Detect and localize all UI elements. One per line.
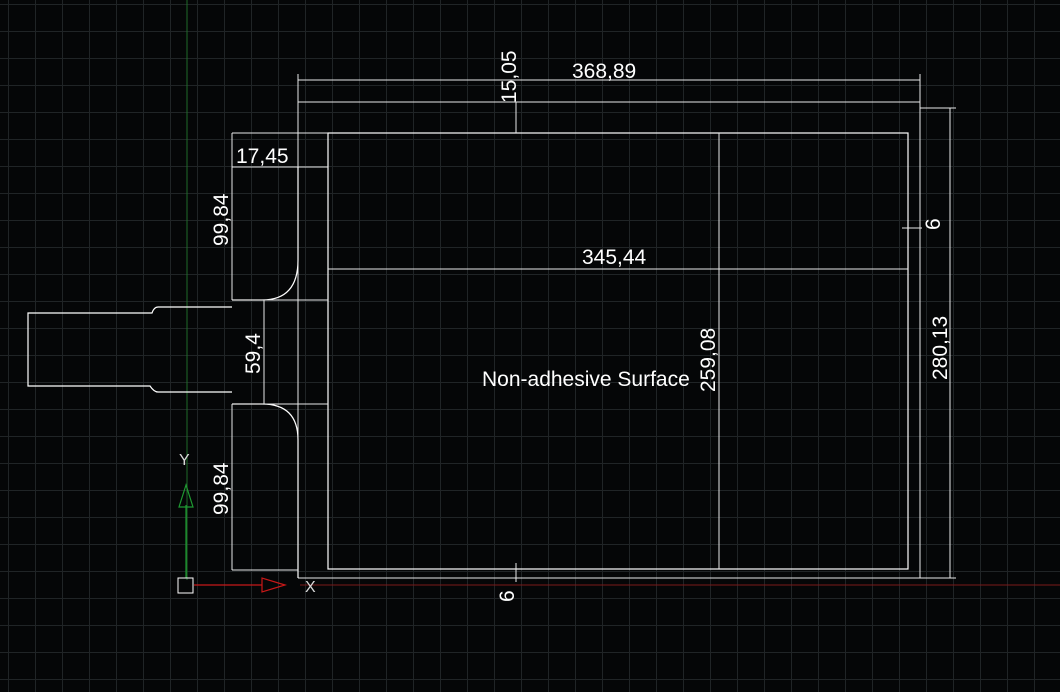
left-offset-label: 17,45 <box>236 145 289 168</box>
ucs-y-label: Y <box>179 452 190 469</box>
outer-frame <box>297 85 921 579</box>
y-arrow-icon <box>178 483 194 508</box>
lower-side-label: 99,84 <box>210 462 233 515</box>
top-offset-label: 15,05 <box>498 50 521 103</box>
overall-height-dim <box>902 107 956 579</box>
ucs-origin-box <box>177 577 194 594</box>
upper-side-label: 99,84 <box>210 193 233 246</box>
ucs-icon <box>177 483 288 594</box>
left-offset-dim <box>231 132 328 300</box>
overall-height-label: 280,13 <box>929 316 952 380</box>
inner-height-label: 259,08 <box>697 328 720 392</box>
connector-tab <box>27 306 232 393</box>
overall-width-label: 368,89 <box>572 60 636 83</box>
x-arrow-icon <box>261 577 288 593</box>
inner-width-label: 345,44 <box>582 246 647 269</box>
right-margin-label: 6 <box>922 218 945 230</box>
ucs-x-label: X <box>305 579 316 596</box>
left-profile <box>231 167 328 578</box>
overall-width-dim <box>297 74 921 133</box>
bottom-margin-label: 6 <box>496 590 519 602</box>
tab-height-label: 59,4 <box>242 333 265 374</box>
surface-rectangle <box>327 132 909 570</box>
surface-label: Non-adhesive Surface <box>482 368 690 391</box>
